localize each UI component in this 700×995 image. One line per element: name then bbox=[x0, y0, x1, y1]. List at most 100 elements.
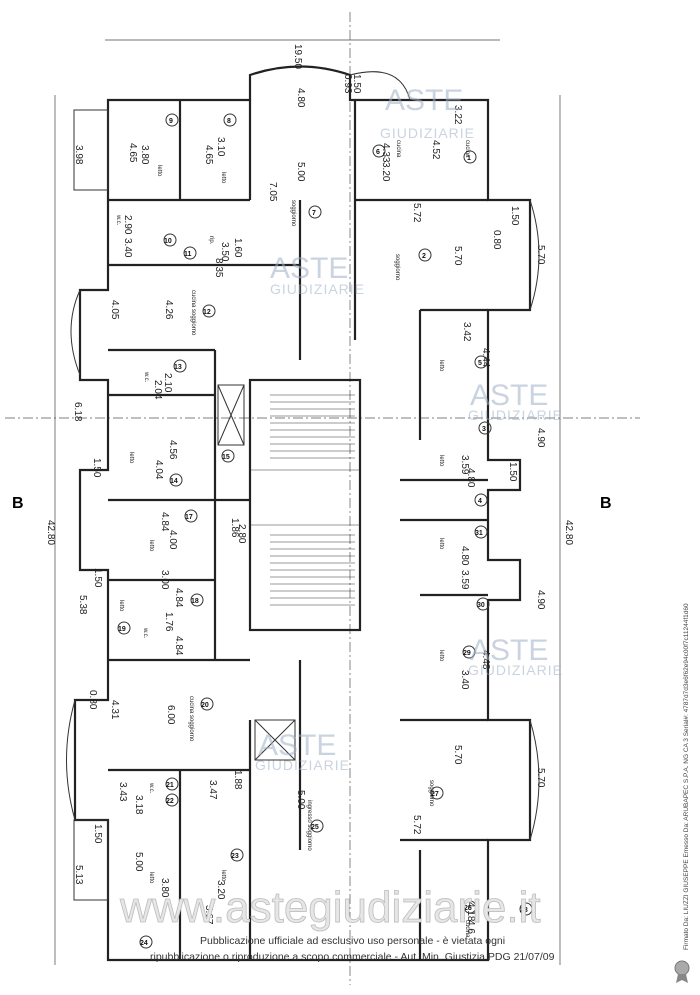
room-number: 27 bbox=[431, 791, 439, 798]
dim: 3.20 bbox=[215, 880, 226, 900]
dim: 5.00 bbox=[133, 852, 144, 872]
stair-core bbox=[248, 378, 362, 632]
watermark-brand: ASTE bbox=[270, 252, 348, 285]
dim: 4.90 bbox=[535, 428, 546, 448]
dim: 4.04 bbox=[153, 460, 164, 480]
digital-signature-text: Firmato Da: LIUZZI GIUSEPPE Emesso Da: A… bbox=[683, 603, 690, 950]
dim: 6.18 bbox=[72, 402, 83, 422]
room-name: letto bbox=[118, 600, 124, 612]
dim: 2.04 bbox=[152, 380, 163, 400]
dim: 3.10 bbox=[215, 137, 226, 157]
room-name: cucina bbox=[464, 920, 470, 938]
balcony-nw bbox=[73, 109, 109, 191]
dim: 4.05 bbox=[109, 300, 120, 320]
dim: 4.26 bbox=[163, 300, 174, 320]
dim: 4.80 bbox=[465, 468, 476, 488]
room-name: cucina bbox=[395, 140, 401, 158]
room-name: w.c. bbox=[142, 627, 148, 639]
balcony-sw bbox=[73, 819, 109, 901]
room-name: cucina soggiorno bbox=[188, 696, 194, 742]
dim: 3.43 bbox=[117, 782, 128, 802]
watermark-brand: ASTE bbox=[385, 84, 463, 117]
room-number: 8 bbox=[227, 118, 231, 125]
watermark-brand: ASTE bbox=[470, 379, 548, 412]
watermark-right: ASTE GIUDIZIARIE bbox=[468, 379, 563, 423]
dimension-labels: 4.80 0.93 1.50 3.22 4.52 3.98 3.80 4.65 … bbox=[72, 74, 546, 934]
room-number: 14 bbox=[170, 478, 178, 485]
lift-shaft-1 bbox=[217, 384, 245, 446]
dim: 3.80 bbox=[139, 145, 150, 165]
dim: 1.86 bbox=[229, 518, 240, 538]
watermark-brand-sub: GIUDIZIARIE bbox=[468, 407, 563, 423]
room-number: 5 bbox=[478, 360, 482, 367]
dim: 1.88 bbox=[232, 770, 243, 790]
room-number: 19 bbox=[118, 626, 126, 633]
room-name: ingresso soggiorno bbox=[306, 800, 312, 851]
left-dim: 42.80 bbox=[45, 520, 56, 545]
building-outline bbox=[73, 65, 532, 962]
dim: 3.18 bbox=[133, 795, 144, 815]
seal-icon bbox=[674, 960, 690, 983]
balcony-e1 bbox=[529, 199, 540, 311]
room-number: 4 bbox=[478, 498, 482, 505]
room-name: w.c. bbox=[148, 782, 154, 794]
dim: 4.00 bbox=[167, 530, 178, 550]
dim: 5.70 bbox=[452, 745, 463, 765]
dim: 3.22 bbox=[452, 105, 463, 125]
right-dim: 42.80 bbox=[563, 520, 574, 545]
watermark-bottom: ASTE GIUDIZIARIE bbox=[255, 729, 350, 773]
room-number: 25 bbox=[311, 824, 319, 831]
room-number: 17 bbox=[185, 514, 193, 521]
notice-line-2: ripubblicazione o riproduzione a scopo c… bbox=[150, 951, 555, 963]
room-name: letto bbox=[156, 165, 162, 177]
watermark-brand-sub: GIUDIZIARIE bbox=[468, 662, 563, 678]
dim: 1.50 bbox=[351, 74, 362, 94]
watermark-brand-sub: GIUDIZIARIE bbox=[255, 757, 350, 773]
dim: 4.31 bbox=[109, 700, 120, 720]
room-name: cucina soggiorno bbox=[190, 290, 196, 336]
dim: 4.84 bbox=[173, 636, 184, 656]
dim: 4.33 bbox=[380, 143, 391, 163]
dim: 4.6 bbox=[465, 920, 476, 934]
dim: 3.00 bbox=[159, 570, 170, 590]
dim: 4.80 bbox=[295, 88, 306, 108]
room-name: letto bbox=[438, 538, 444, 550]
dim: 4.65 bbox=[127, 143, 138, 163]
interior-walls bbox=[108, 100, 488, 960]
dim: 5.13 bbox=[73, 865, 84, 885]
dim: 3.80 bbox=[159, 878, 170, 898]
dim: 3.20 bbox=[380, 162, 391, 182]
room-number: 13 bbox=[174, 364, 182, 371]
room-number: 10 bbox=[164, 238, 172, 245]
room-number: 31 bbox=[475, 530, 483, 537]
room-number: 2 bbox=[422, 253, 426, 260]
room-name: cucina bbox=[464, 140, 470, 158]
dim: 3.98 bbox=[73, 145, 84, 165]
dim: 4.84 bbox=[173, 588, 184, 608]
balcony-e2 bbox=[529, 719, 540, 841]
dim: 4.52 bbox=[430, 140, 441, 160]
site-watermark: www.astegiudiziarie.it bbox=[119, 883, 541, 932]
dim: 5.72 bbox=[411, 815, 422, 835]
room-name: letto bbox=[438, 360, 444, 372]
dim: 5.70 bbox=[535, 245, 546, 265]
watermark-brand-sub: GIUDIZIARIE bbox=[270, 281, 365, 297]
dim: 4.65 bbox=[203, 145, 214, 165]
room-name: rip. bbox=[208, 236, 214, 245]
dim: 3.59 bbox=[459, 570, 470, 590]
dim: 4.18 bbox=[465, 902, 476, 922]
dim: 1.60 bbox=[232, 238, 243, 258]
dim: 3.50 bbox=[219, 242, 230, 262]
stairs-lower bbox=[250, 524, 360, 606]
dim: 1.50 bbox=[91, 458, 102, 478]
stairs-upper bbox=[250, 394, 360, 471]
dim: 1.76 bbox=[163, 612, 174, 632]
room-name: letto bbox=[128, 452, 134, 464]
room-number: 6 bbox=[376, 149, 380, 156]
dim: 5.00 bbox=[295, 790, 306, 810]
lift-shaft-2 bbox=[254, 719, 296, 761]
room-number: 11 bbox=[184, 251, 192, 258]
dim: 1.50 bbox=[507, 462, 518, 482]
